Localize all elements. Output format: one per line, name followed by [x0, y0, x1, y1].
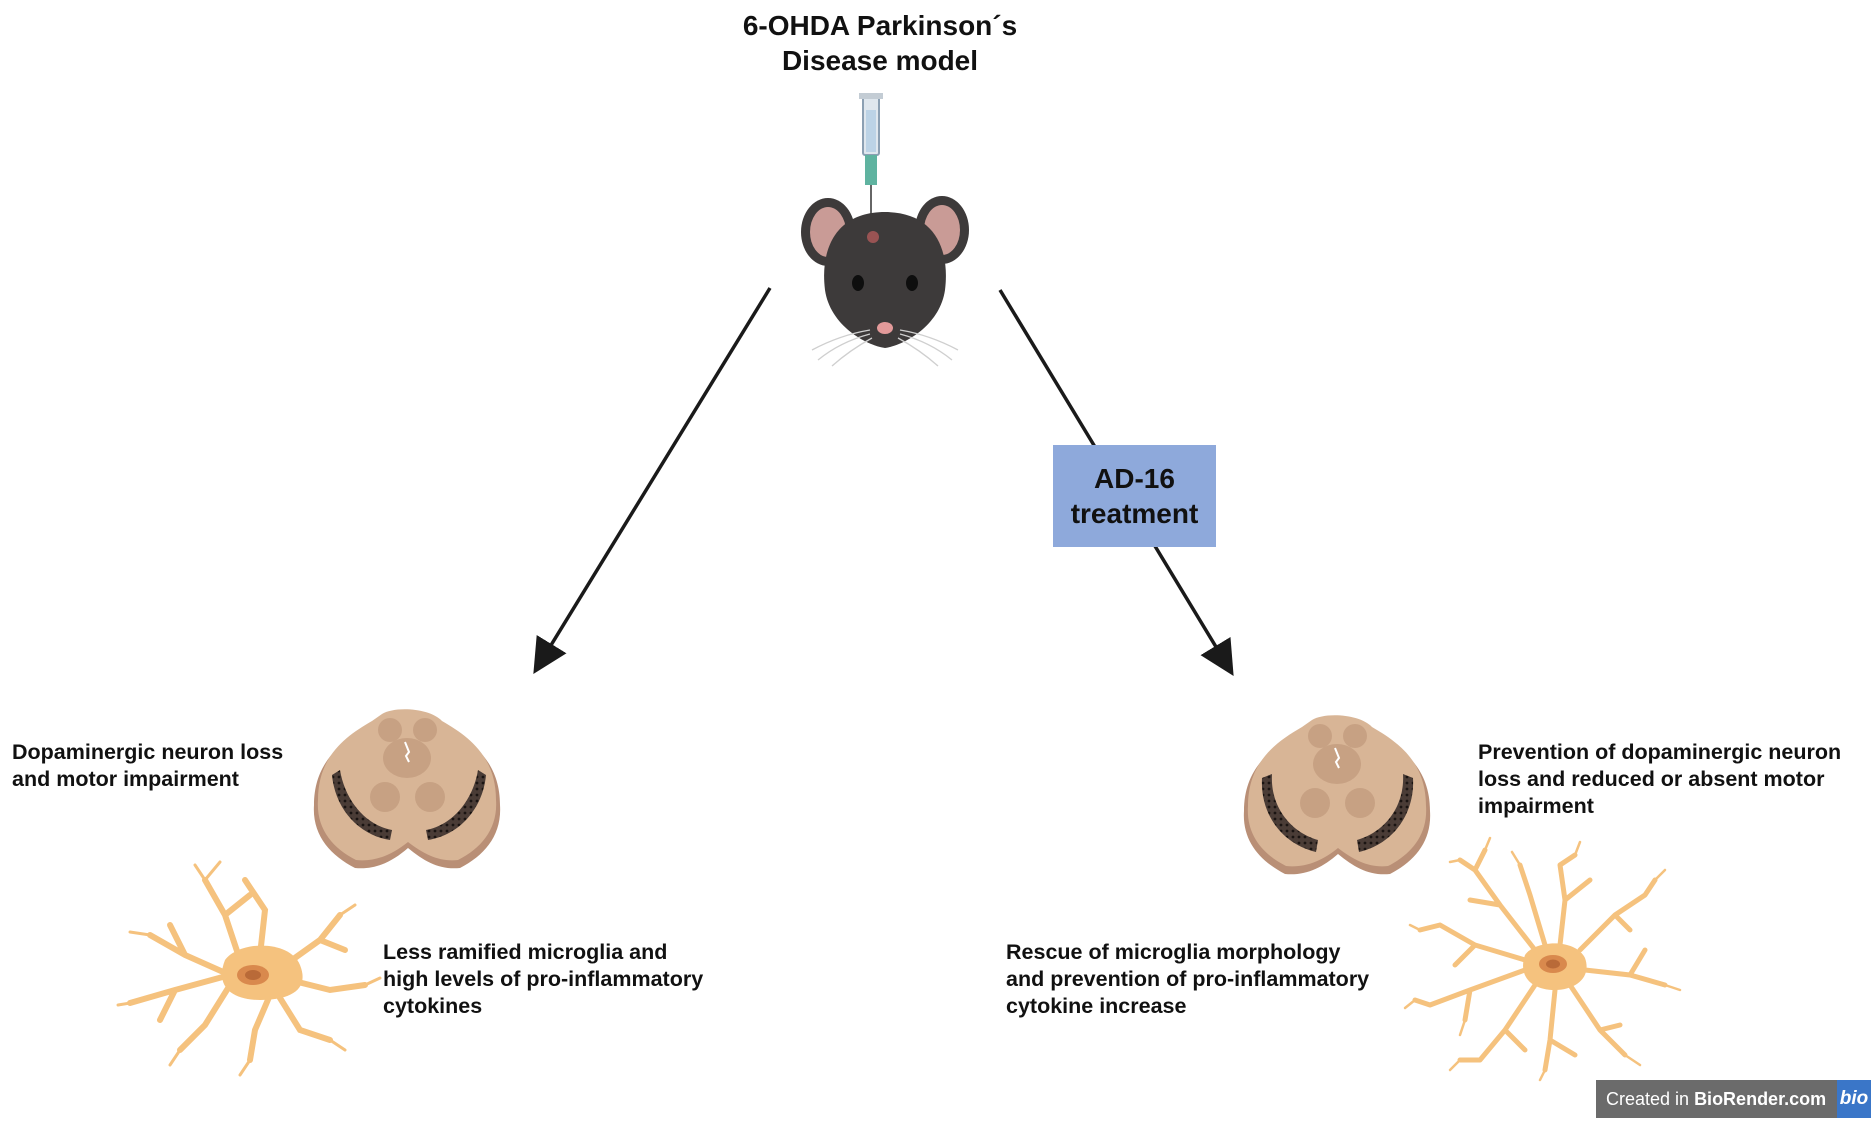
- microglia-icon-right: [1403, 836, 1682, 1082]
- right-microglia-text: Rescue of microglia morphology and preve…: [1006, 939, 1369, 1020]
- brain-section-icon-left: [313, 709, 501, 869]
- left-microglia-line-1: Less ramified microglia and: [383, 940, 668, 964]
- right-microglia-line-3: cytokine increase: [1006, 994, 1187, 1018]
- treatment-line-2: treatment: [1070, 498, 1199, 529]
- right-microglia-line-1: Rescue of microglia morphology: [1006, 940, 1341, 964]
- biorender-logo-icon: bio: [1837, 1080, 1871, 1118]
- biorender-badge[interactable]: Created in BioRender.com bio: [1596, 1080, 1871, 1118]
- mouse-icon: [801, 196, 969, 367]
- right-neuron-line-1: Prevention of dopaminergic neuron: [1478, 740, 1842, 764]
- treatment-box: AD-16 treatment: [1053, 445, 1216, 547]
- left-neuron-line-2: and motor impairment: [12, 767, 239, 791]
- left-microglia-line-2: high levels of pro-inflammatory: [383, 967, 704, 991]
- left-microglia-line-3: cytokines: [383, 994, 483, 1018]
- right-neuron-line-2: loss and reduced or absent motor: [1478, 767, 1825, 791]
- left-microglia-text: Less ramified microglia and high levels …: [383, 939, 703, 1020]
- right-neuron-text: Prevention of dopaminergic neuron loss a…: [1478, 739, 1841, 820]
- badge-prefix: Created in: [1606, 1088, 1690, 1109]
- badge-brand: BioRender.com: [1694, 1088, 1827, 1109]
- diagram-title: 6-OHDA Parkinson´s Disease model: [700, 8, 1060, 78]
- left-neuron-line-1: Dopaminergic neuron loss: [12, 740, 284, 764]
- right-neuron-line-3: impairment: [1478, 794, 1594, 818]
- badge-text: Created in BioRender.com: [1596, 1080, 1837, 1118]
- treatment-line-1: AD-16: [1094, 463, 1175, 494]
- arrow-left: [533, 287, 772, 674]
- syringe-icon: [859, 93, 883, 225]
- brain-section-icon-right: [1243, 715, 1431, 875]
- title-line-2: Disease model: [781, 45, 979, 76]
- left-neuron-text: Dopaminergic neuron loss and motor impai…: [12, 739, 283, 793]
- title-line-1: 6-OHDA Parkinson´s: [742, 10, 1018, 41]
- microglia-icon-left: [116, 860, 382, 1077]
- right-microglia-line-2: and prevention of pro-inflammatory: [1006, 967, 1370, 991]
